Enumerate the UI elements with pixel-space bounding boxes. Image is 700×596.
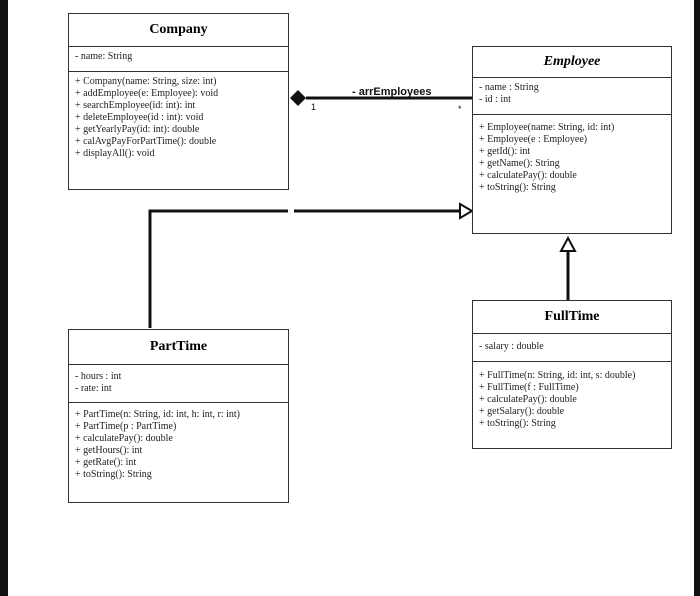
- right-edge-strip: [694, 0, 700, 596]
- fulltime-generalization-arrowhead: [559, 235, 577, 252]
- class-company-attributes: - name: String: [69, 47, 288, 72]
- multiplicity-target: *: [458, 104, 462, 114]
- method: + calAvgPayForPartTime(): double: [75, 136, 217, 147]
- method: + Employee(e : Employee): [479, 134, 588, 145]
- method: + FullTime(f : FullTime): [479, 382, 579, 393]
- method: + getHours(): int: [75, 445, 143, 456]
- class-employee-title: Employee: [473, 47, 671, 78]
- class-company-title: Company: [69, 14, 288, 47]
- class-fulltime-attributes: - salary : double: [473, 334, 671, 362]
- method: + calculatePay(): double: [479, 394, 577, 405]
- method: + addEmployee(e: Employee): void: [75, 88, 219, 99]
- method: + PartTime(n: String, id: int, h: int, r…: [75, 409, 240, 420]
- method: + calculatePay(): double: [479, 170, 577, 181]
- attribute: - name : String: [479, 82, 539, 93]
- method: + toString(): String: [479, 182, 556, 193]
- class-parttime-title: PartTime: [69, 330, 288, 365]
- method: + FullTime(n: String, id: int, s: double…: [479, 370, 636, 381]
- class-employee-attributes: - name : String - id : int: [473, 78, 671, 115]
- method: + getId(): int: [479, 146, 531, 157]
- attribute: - hours : int: [75, 371, 122, 382]
- class-fulltime-methods: + FullTime(n: String, id: int, s: double…: [473, 362, 671, 434]
- method: + Employee(name: String, id: int): [479, 122, 615, 133]
- class-parttime: PartTime - hours : int - rate: int + Par…: [68, 329, 289, 503]
- multiplicity-source: 1: [311, 102, 317, 112]
- attribute: - name: String: [75, 51, 133, 62]
- class-employee: Employee - name : String - id : int + Em…: [472, 46, 672, 234]
- association-label: - arrEmployees: [352, 86, 432, 98]
- class-fulltime: FullTime - salary : double + FullTime(n:…: [472, 300, 672, 449]
- parttime-generalization-arrowhead: [459, 202, 474, 220]
- attribute: - rate: int: [75, 383, 112, 394]
- attribute: - id : int: [479, 94, 511, 105]
- method: + toString(): String: [479, 418, 556, 429]
- class-parttime-attributes: - hours : int - rate: int: [69, 365, 288, 403]
- method: + getYearlyPay(id: int): double: [75, 124, 200, 135]
- class-employee-methods: + Employee(name: String, id: int) + Empl…: [473, 115, 671, 198]
- class-company: Company - name: String + Company(name: S…: [68, 13, 289, 190]
- method: + deleteEmployee(id : int): void: [75, 112, 204, 123]
- method: + getRate(): int: [75, 457, 137, 468]
- method: + calculatePay(): double: [75, 433, 173, 444]
- method: + searchEmployee(id: int): int: [75, 100, 196, 111]
- method: + PartTime(p : PartTime): [75, 421, 177, 432]
- class-company-methods: + Company(name: String, size: int) + add…: [69, 72, 288, 164]
- left-edge-strip: [0, 0, 8, 596]
- class-parttime-methods: + PartTime(n: String, id: int, h: int, r…: [69, 403, 288, 485]
- parttime-generalization-line: [148, 209, 288, 328]
- method: + Company(name: String, size: int): [75, 76, 217, 87]
- method: + getSalary(): double: [479, 406, 565, 417]
- method: + toString(): String: [75, 469, 152, 480]
- attribute: - salary : double: [479, 341, 544, 352]
- composition-diamond: [290, 90, 306, 106]
- class-fulltime-title: FullTime: [473, 301, 671, 334]
- method: + displayAll(): void: [75, 148, 155, 159]
- method: + getName(): String: [479, 158, 560, 169]
